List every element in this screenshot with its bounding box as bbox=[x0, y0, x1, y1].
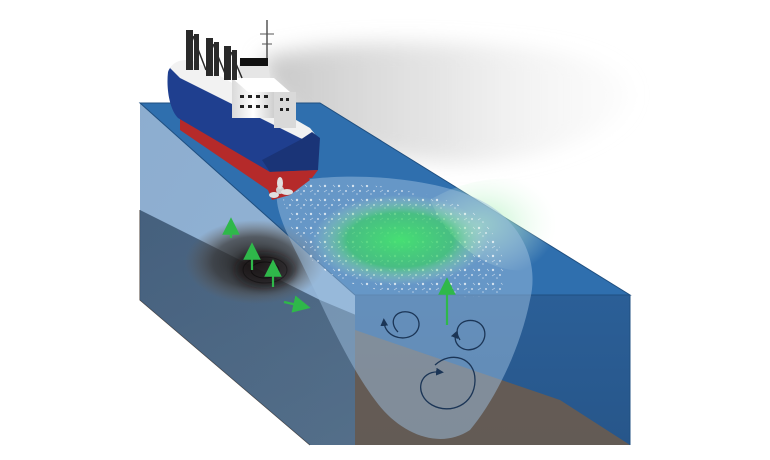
flow-arrows bbox=[222, 217, 456, 325]
vortex-icon bbox=[380, 311, 420, 339]
right-arrow-icon bbox=[283, 295, 311, 313]
propeller-wash-plume bbox=[276, 176, 533, 439]
vortex-icon bbox=[420, 356, 476, 410]
vortex-group bbox=[380, 311, 486, 410]
vortex-icon bbox=[450, 319, 486, 351]
propeller-icon bbox=[269, 177, 293, 198]
ship-icon bbox=[167, 20, 320, 200]
